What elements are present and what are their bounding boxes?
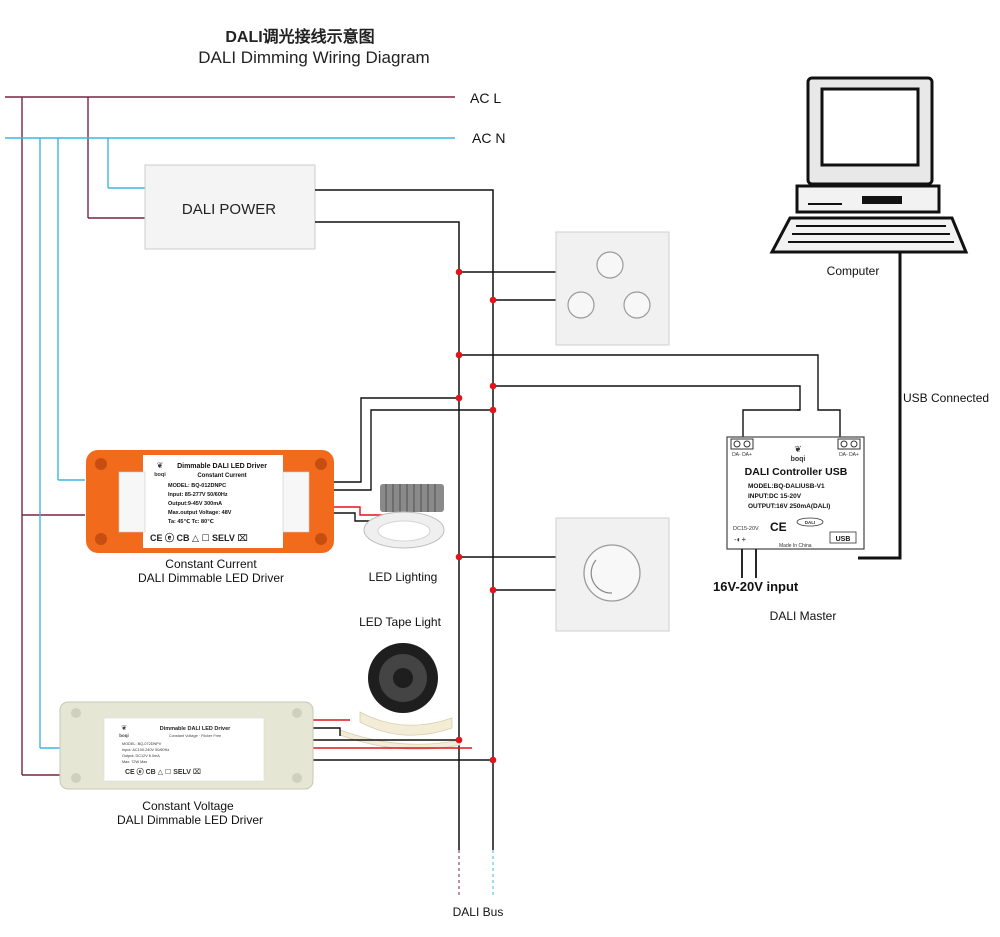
- screw-icon: [315, 533, 327, 545]
- screw-icon: [315, 458, 327, 470]
- ac-n-label: AC N: [472, 130, 505, 146]
- cv-caption-line1: Constant Voltage: [142, 799, 234, 813]
- cc-output: Output:9-45V 300mA: [168, 501, 222, 507]
- cc-subtitle: Constant Current: [197, 473, 246, 479]
- dali-logo-text: DALI: [805, 520, 816, 525]
- junction-dot: [489, 756, 497, 764]
- cv-brand: boqi: [119, 733, 129, 738]
- cc-brand: boqi: [154, 472, 166, 478]
- junction-dot: [489, 296, 497, 304]
- master-bus-wiring: [459, 354, 841, 437]
- ac-l-label: AC L: [470, 90, 501, 106]
- controller-output: OUTPUT:16V 250mA(DALI): [748, 503, 830, 510]
- rotary-dimmer-panel: [459, 517, 670, 632]
- made-in-china: Made In China: [779, 543, 812, 549]
- usb-cable: [858, 252, 902, 560]
- cc-model: MODEL: BQ-012DNPC: [168, 483, 226, 489]
- screw-icon: [95, 533, 107, 545]
- led-lighting-label: LED Lighting: [369, 570, 438, 584]
- cv-input: Input: AC100-240V 50/60Hz: [122, 748, 169, 752]
- dali-logo-icon: [796, 517, 824, 527]
- dali-bus-label: DALI Bus: [453, 905, 504, 919]
- junction-dot: [489, 586, 497, 594]
- screw-icon: [71, 773, 81, 783]
- ce-mark: CE: [770, 520, 787, 534]
- cc-cert-marks: CE ⓔ CB △ ☐ SELV ⌧: [150, 532, 248, 543]
- cv-power: Max: 72W Max: [122, 760, 147, 764]
- cv-driver: ❦ boqi Dimmable DALI LED Driver Constant…: [59, 701, 314, 790]
- cv-output: Output: DC12V 6.0mA: [122, 754, 160, 758]
- controller-title: DALI Controller USB: [745, 466, 848, 478]
- usb-connected-label: USB Connected: [903, 391, 989, 405]
- controller-model: MODEL:BQ-DALIUSB-V1: [748, 483, 825, 490]
- button-panel: [459, 231, 670, 346]
- cc-caption-line2: DALI Dimmable LED Driver: [138, 571, 284, 585]
- cc-caption-line1: Constant Current: [165, 557, 257, 571]
- cc-temperature: Ta: 45℃ Tc: 80℃: [168, 518, 214, 525]
- cc-max-voltage: Max.output Voltage: 48V: [168, 510, 232, 516]
- computer-label: Computer: [827, 264, 880, 278]
- junction-dot: [455, 351, 463, 359]
- panel-button-icon: [623, 291, 651, 319]
- cv-caption-line2: DALI Dimmable LED Driver: [117, 813, 263, 827]
- terminal-left-label: DA- DA+: [732, 452, 752, 458]
- junction-dot: [455, 394, 463, 402]
- cv-title: Dimmable DALI LED Driver: [160, 726, 231, 732]
- panel-button-icon: [567, 291, 595, 319]
- title-en: DALI Dimming Wiring Diagram: [198, 48, 429, 67]
- screw-icon: [292, 708, 302, 718]
- junction-dot: [455, 553, 463, 561]
- dali-power-label: DALI POWER: [182, 201, 276, 218]
- screw-icon: [71, 708, 81, 718]
- panel-button-icon: [596, 251, 624, 279]
- controller-input: INPUT:DC 15-20V: [748, 493, 802, 500]
- dali-power-box: DALI POWER: [144, 164, 316, 250]
- cc-driver: ❦ boqi Dimmable DALI LED Driver Constant…: [86, 450, 334, 553]
- screw-icon: [292, 773, 302, 783]
- ac-n-wiring: [5, 137, 455, 749]
- tape-light-label: LED Tape Light: [359, 615, 442, 629]
- dali-bus: [315, 189, 494, 850]
- controller-brand: boqi: [791, 456, 806, 463]
- junction-dot: [489, 382, 497, 390]
- cc-driver-wiring: [333, 397, 493, 522]
- usb-port-label: USB: [836, 536, 851, 543]
- cc-input: Input: 85-277V 50/60Hz: [168, 492, 228, 498]
- junction-dot: [455, 736, 463, 744]
- dali-master-controller: DA- DA+ DA- DA+ ❦ boqi DALI Controller U…: [726, 436, 865, 550]
- computer-icon: Computer: [769, 76, 969, 278]
- dali-master-caption: DALI Master: [770, 609, 837, 623]
- brand-mark-icon: ❦: [794, 444, 802, 454]
- junction-dot: [455, 268, 463, 276]
- title-cn: DALI调光接线示意图: [225, 27, 374, 46]
- brand-mark-icon: ❦: [121, 725, 127, 732]
- dc-input-label: DC15-20V: [733, 526, 759, 532]
- cv-subtitle: Constant Voltage · Flicker Free: [169, 734, 221, 738]
- controller-input-label: 16V-20V input: [713, 579, 799, 594]
- cv-cert-marks: CE ⓔ CB △ ☐ SELV ⌧: [125, 767, 201, 776]
- terminal-right-label: DA- DA+: [839, 452, 859, 458]
- cv-model: MODEL: BQ-072DNPV: [122, 742, 162, 746]
- screw-icon: [95, 458, 107, 470]
- ac-l-wiring: [5, 96, 455, 776]
- brand-mark-icon: ❦: [157, 461, 164, 470]
- dimmer-knob-icon: [583, 544, 641, 602]
- led-tape-reel-icon: [339, 643, 461, 750]
- controller-power-leads: [741, 549, 757, 578]
- junction-dots: [455, 268, 497, 764]
- polarity-icon: -◐+: [734, 535, 746, 544]
- cv-driver-wiring: [312, 719, 493, 761]
- cc-title: Dimmable DALI LED Driver: [177, 463, 267, 470]
- junction-dot: [489, 406, 497, 414]
- led-downlight-icon: [363, 484, 445, 549]
